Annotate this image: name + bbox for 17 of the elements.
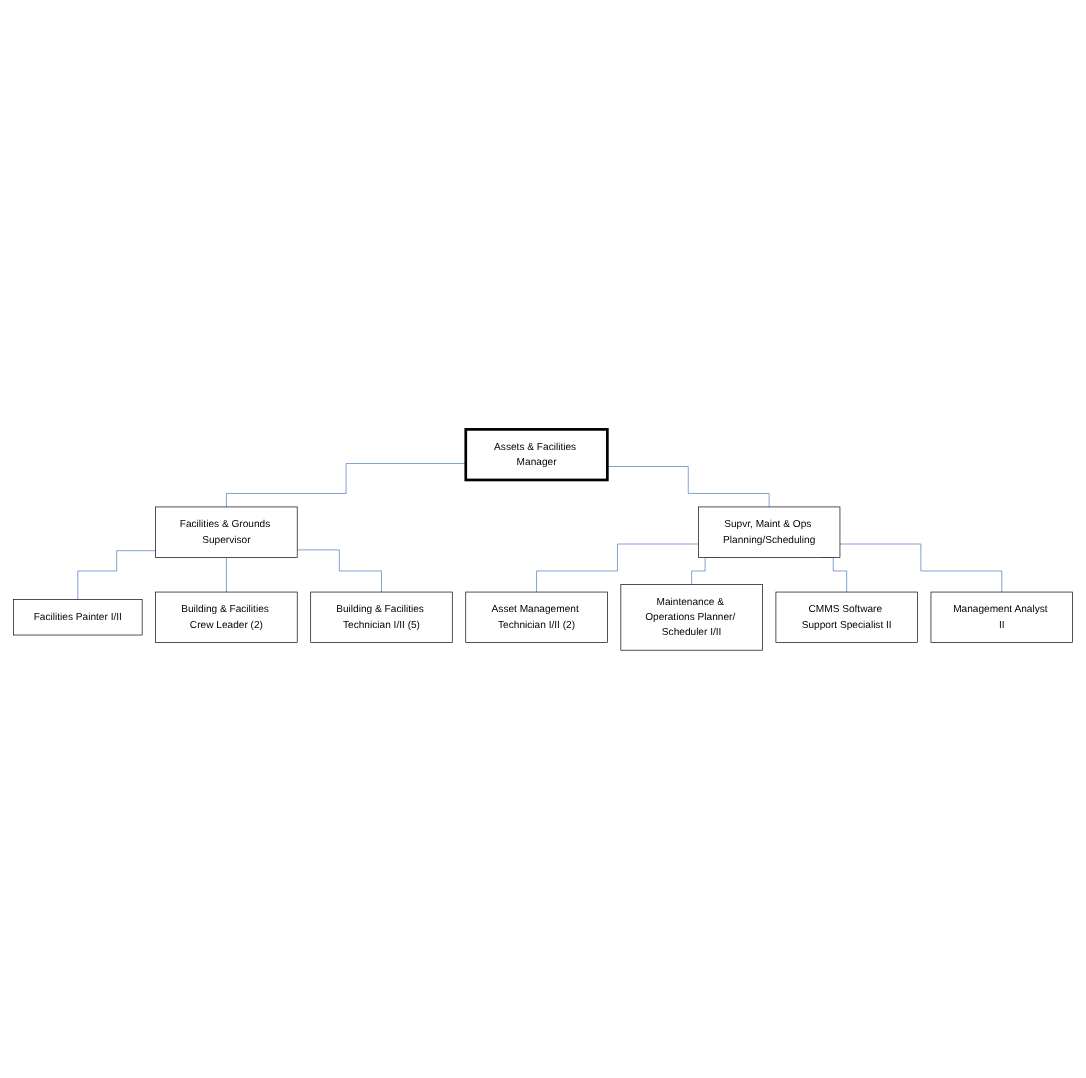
connector [226, 556, 227, 592]
connector [536, 542, 699, 592]
connector [77, 549, 156, 600]
node-box [155, 505, 298, 557]
connector [296, 548, 382, 592]
connector [839, 542, 1003, 592]
node-box [465, 590, 608, 643]
node-box [310, 590, 453, 643]
node-box [464, 427, 609, 481]
connector [226, 462, 467, 507]
node-box [698, 505, 841, 557]
node-box [13, 598, 143, 635]
node-box [775, 590, 918, 643]
node-box [155, 590, 298, 643]
node-box [930, 590, 1073, 643]
node-box [620, 583, 763, 650]
connector [607, 465, 770, 507]
